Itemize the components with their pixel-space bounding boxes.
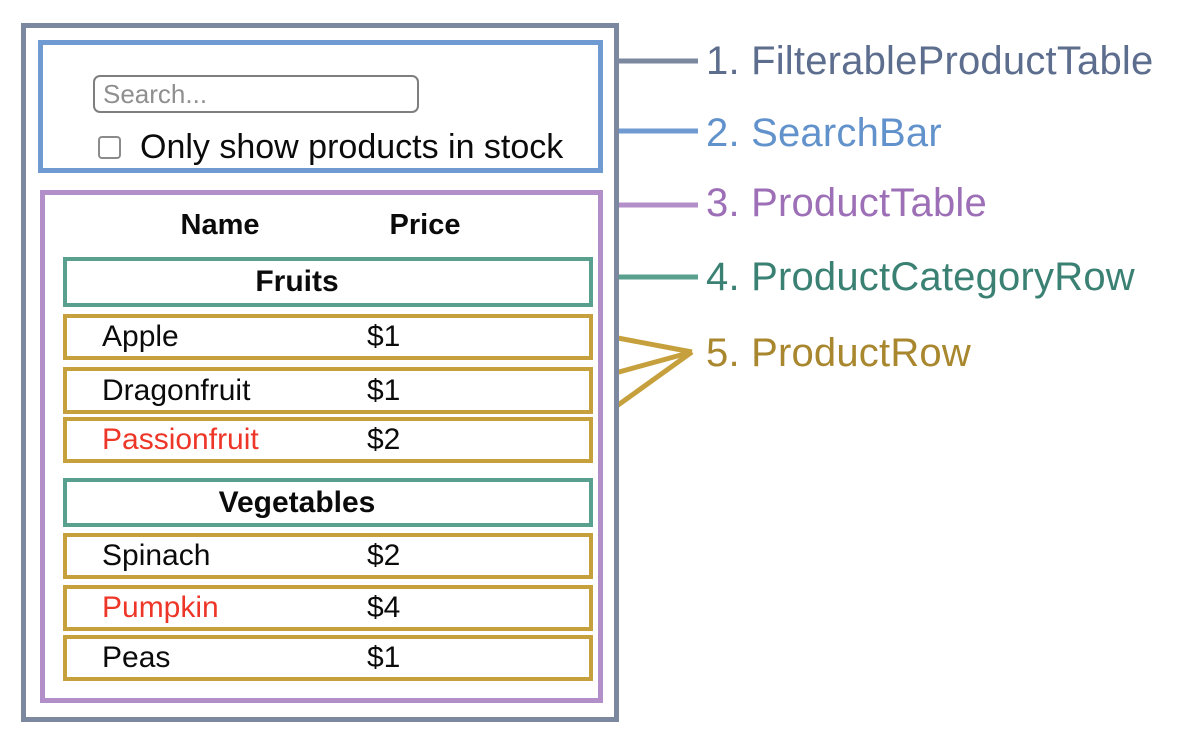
product-table-box: Name Price Fruits Apple $1 Dragonfruit $… — [40, 190, 603, 703]
product-name: Apple — [102, 320, 179, 353]
product-price: $1 — [367, 641, 401, 674]
product-category-row-fruits: Fruits — [63, 257, 593, 307]
legend-product-table: 3. ProductTable — [706, 181, 987, 225]
product-price: $4 — [367, 591, 401, 624]
legend-product-row: 5. ProductRow — [706, 331, 971, 375]
product-row-pumpkin: Pumpkin $4 — [63, 585, 593, 631]
product-price: $1 — [367, 373, 401, 407]
product-name: Passionfruit — [102, 423, 259, 456]
product-row-peas: Peas $1 — [63, 635, 593, 681]
column-header-name: Name — [180, 209, 260, 241]
product-name: Pumpkin — [102, 591, 219, 624]
product-name: Spinach — [102, 539, 211, 572]
category-label: Fruits — [255, 265, 339, 298]
legend-product-category-row: 4. ProductCategoryRow — [706, 255, 1135, 299]
column-header-price: Price — [389, 209, 461, 241]
product-price: $2 — [367, 539, 401, 572]
product-row-spinach: Spinach $2 — [63, 533, 593, 579]
product-row-apple: Apple $1 — [63, 314, 593, 360]
legend-filterable-product-table: 1. FilterableProductTable — [706, 39, 1154, 83]
legend-search-bar: 2. SearchBar — [706, 111, 942, 155]
product-row-passionfruit: Passionfruit $2 — [63, 417, 593, 463]
product-category-row-vegetables: Vegetables — [63, 478, 593, 527]
in-stock-checkbox[interactable] — [98, 136, 121, 159]
product-row-dragonfruit: Dragonfruit $1 — [63, 367, 593, 414]
product-name: Dragonfruit — [102, 373, 251, 407]
search-bar-box: Only show products in stock — [38, 40, 603, 173]
category-label: Vegetables — [218, 485, 376, 519]
product-price: $1 — [367, 320, 401, 353]
product-name: Peas — [102, 641, 171, 674]
in-stock-checkbox-label: Only show products in stock — [140, 128, 564, 166]
product-price: $2 — [367, 423, 401, 456]
search-input[interactable] — [93, 75, 419, 113]
